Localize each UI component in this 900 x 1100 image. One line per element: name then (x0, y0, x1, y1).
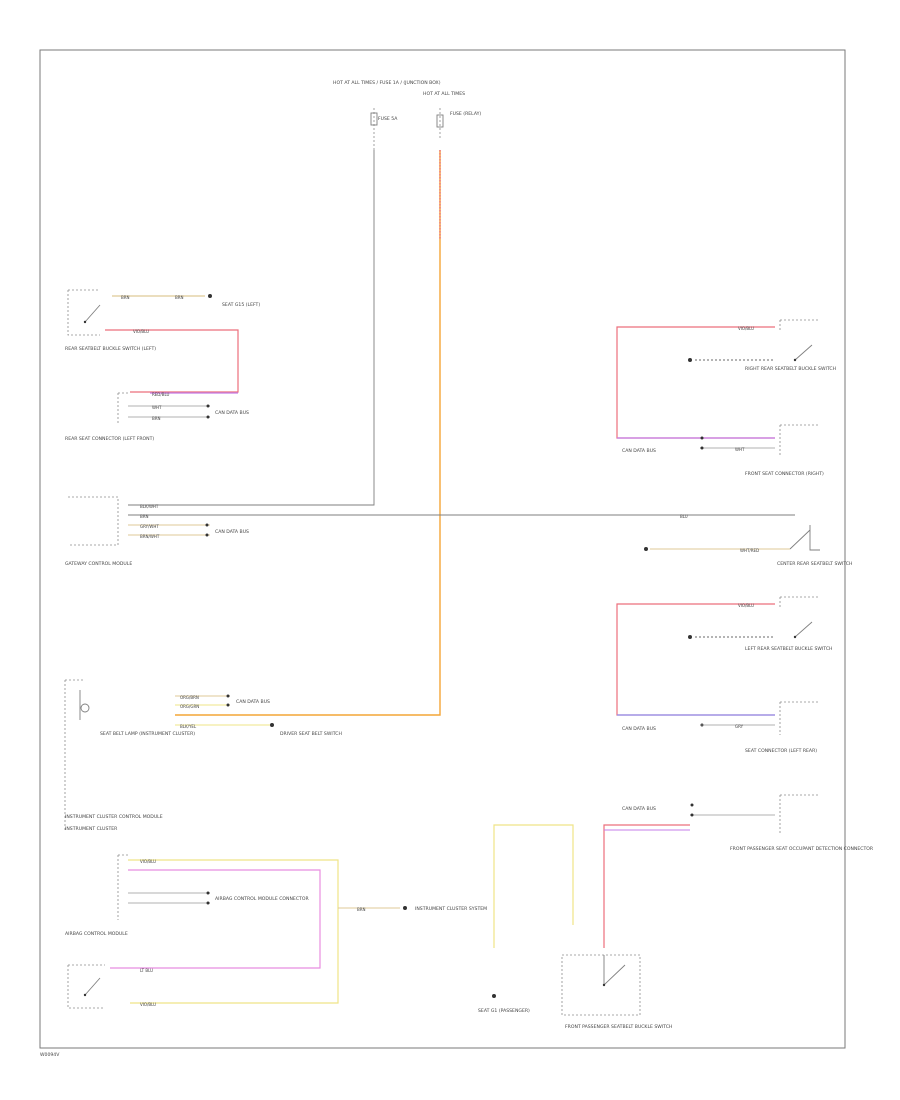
wire-red-left (105, 329, 239, 393)
diagram-frame (39, 49, 846, 1049)
can-data-label: CAN DATA BUS (215, 529, 249, 535)
to-cluster-label: INSTRUMENT CLUSTER SYSTEM (415, 906, 487, 912)
instrument-cluster: SEAT BELT LAMP (INSTRUMENT CLUSTER) INST… (64, 679, 342, 832)
top-fuse-left-label: HOT AT ALL TIMES / FUSE 1A / (JUNCTION B… (333, 80, 441, 86)
wire-red-right-1 (616, 326, 775, 439)
left-rear-switch-label: LEFT REAR SEATBELT BUCKLE SWITCH (745, 646, 833, 652)
wire-airbag-loop (128, 859, 339, 1004)
instrument-cluster-note: SEAT BELT LAMP (INSTRUMENT CLUSTER) (100, 731, 195, 737)
wire-code: BRN/WHT (140, 534, 160, 539)
wire-code: WHT (735, 447, 745, 452)
passenger-buckle-switch: FRONT PASSENGER SEATBELT BUCKLE SWITCH (561, 954, 672, 1030)
top-fuse-right-label: HOT AT ALL TIMES (423, 91, 465, 97)
wire-code: VIO/BLU (738, 326, 754, 331)
passenger-buckle-label: FRONT PASSENGER SEATBELT BUCKLE SWITCH (565, 1024, 672, 1030)
wire-code: WHT (152, 405, 162, 410)
wire-red-right-2 (616, 603, 775, 716)
left-rear-connector-label: SEAT CONNECTOR (LEFT REAR) (745, 748, 817, 754)
wire-code: GRY (735, 724, 744, 729)
can-right-1-label: CAN DATA BUS (622, 448, 656, 454)
top-fuse-left: HOT AT ALL TIMES / FUSE 1A / (JUNCTION B… (333, 80, 441, 150)
wire-code: LT BLU (140, 968, 153, 973)
instrument-cluster-label: INSTRUMENT CLUSTER (65, 826, 118, 832)
left-rear-switch: LEFT REAR SEATBELT BUCKLE SWITCH (688, 596, 833, 652)
ground-left-top (208, 294, 212, 298)
ground-bottom-label: SEAT G1 (PASSENGER) (478, 1008, 530, 1014)
wire-code: ORG/GRN (180, 704, 199, 709)
wire-code: VIO/BLU (133, 329, 149, 334)
right-rear-connector: CAN DATA BUS FRONT SEAT CONNECTOR (RIGHT… (622, 424, 824, 477)
rear-left-seat-switch: REAR SEATBELT BUCKLE SWITCH (LEFT) (65, 289, 156, 352)
passenger-seat-connector-label: FRONT PASSENGER SEAT OCCUPANT DETECTION … (730, 846, 874, 852)
airbag-connector-label: AIRBAG CONTROL MODULE CONNECTOR (215, 896, 309, 902)
wire-code: BRN (152, 416, 161, 421)
wire-code: BLK/YEL (180, 724, 197, 729)
center-rear-switch-label: CENTER REAR SEATBELT SWITCH (777, 561, 852, 567)
wire-code: BLK/WHT (140, 504, 159, 509)
can-left-1-label: CAN DATA BUS (215, 410, 249, 416)
top-fuse-right: HOT AT ALL TIMES FUSE (RELAY) (423, 91, 481, 140)
wire-code: VIO/BLU (140, 1002, 156, 1007)
wire-code: GRY/WHT (140, 524, 159, 529)
center-rear-belt-switch: CENTER REAR SEATBELT SWITCH (644, 525, 852, 567)
top-fuse-left-sub: FUSE 5A (378, 116, 398, 122)
can-right-2-label: CAN DATA BUS (622, 726, 656, 732)
wire-code: BRN (175, 295, 184, 300)
wire-code: ORG/BRN (180, 695, 199, 700)
wire-code: BLU (680, 514, 688, 519)
wire-code: BRN (140, 514, 149, 519)
left-rear-connector: CAN DATA BUS SEAT CONNECTOR (LEFT REAR) (622, 701, 820, 754)
driver-buckle-label: DRIVER SEAT BELT SWITCH (280, 731, 342, 737)
right-rear-switch-label: RIGHT REAR SEATBELT BUCKLE SWITCH (745, 366, 836, 372)
gateway-module: GATEWAY CONTROL MODULE CAN DATA BUS (65, 496, 249, 567)
wire-code: VIO/BLU (738, 603, 754, 608)
wire-code: VIO/BLU (140, 859, 156, 864)
can-right-3-label: CAN DATA BUS (622, 806, 656, 812)
rear-left-seat-switch-label: REAR SEATBELT BUCKLE SWITCH (LEFT) (65, 346, 156, 352)
diagram-code: W0094V (40, 1052, 60, 1058)
airbag-module: AIRBAG CONTROL MODULE CONNECTOR AIRBAG C… (65, 854, 487, 937)
airbag-module-label: AIRBAG CONTROL MODULE (65, 931, 128, 937)
wire-code: RED/BLU (152, 392, 170, 397)
driver-belt-switch (67, 964, 105, 1009)
ground-bottom: SEAT G1 (PASSENGER) (478, 994, 530, 1014)
top-fuse-right-sub: FUSE (RELAY) (450, 111, 481, 117)
gateway-label: GATEWAY CONTROL MODULE (65, 561, 132, 567)
passenger-seat-connector: CAN DATA BUS FRONT PASSENGER SEAT OCCUPA… (622, 794, 874, 852)
wire-tan-passenger (493, 824, 574, 948)
wire-code: WHT/RED (740, 548, 759, 553)
wire-code: BRN (121, 295, 130, 300)
wire-code: BRN (357, 907, 366, 912)
left-seat-connector-label: REAR SEAT CONNECTOR (LEFT FRONT) (65, 436, 154, 442)
can-left-2-label: CAN DATA BUS (236, 699, 270, 705)
wire-orange-main (175, 150, 441, 716)
right-rear-connector-label: FRONT SEAT CONNECTOR (RIGHT) (745, 471, 824, 477)
left-seat-connector: REAR SEAT CONNECTOR (LEFT FRONT) CAN DAT… (65, 392, 249, 442)
instrument-cluster-ctrl-label: INSTRUMENT CLUSTER CONTROL MODULE (65, 814, 163, 820)
ground-left-top-label: SEAT G15 (LEFT) (222, 302, 260, 308)
wire-gray-main (128, 150, 375, 506)
right-rear-switch: RIGHT REAR SEATBELT BUCKLE SWITCH (688, 319, 836, 372)
